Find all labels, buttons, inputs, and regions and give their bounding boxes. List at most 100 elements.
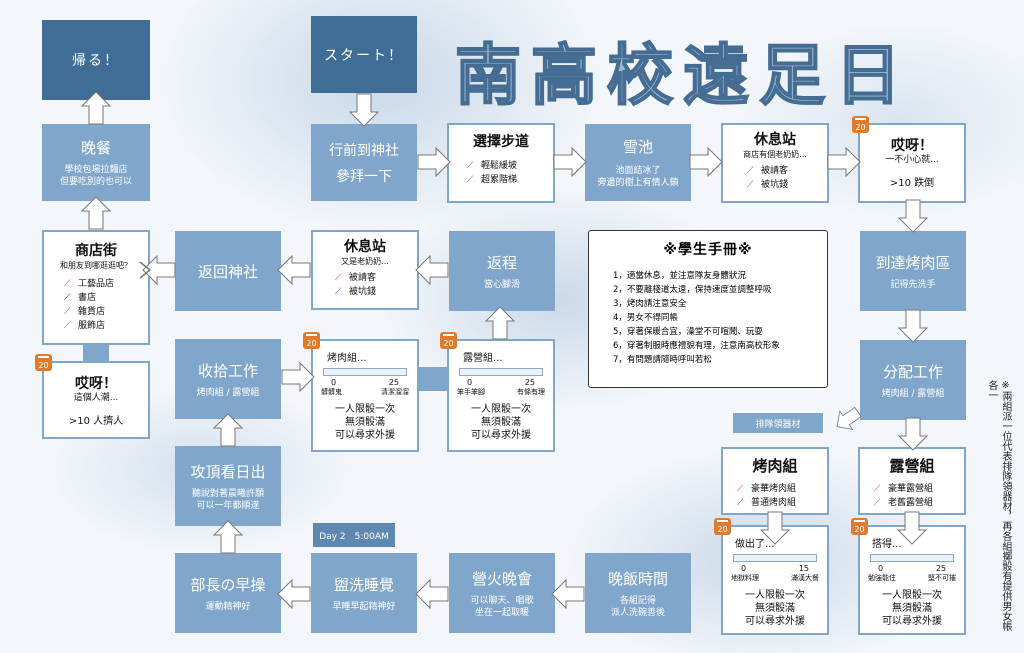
handbook-item: 4，男女不得同帳 bbox=[613, 313, 678, 323]
node-dinner2-desc2: 但要吃別的也可以 bbox=[59, 177, 132, 187]
rule-1: 一人限骰一次 bbox=[471, 404, 531, 415]
scale-low-label: 髒髒鬼 bbox=[321, 388, 342, 396]
node-pond-desc1: 池面結冰了 bbox=[615, 166, 661, 176]
node-rest-station-2: 休息站 又是老奶奶... ⟋被請客 ⟋被坑錢 bbox=[311, 230, 419, 310]
node-back-shrine-title: 返回神社 bbox=[197, 262, 258, 281]
scale-high-label: 堅不可摧 bbox=[928, 574, 956, 582]
node-campfire-desc1: 可以聊天、唱歌 bbox=[470, 595, 534, 606]
node-campfire-desc2: 坐在一起取暖 bbox=[474, 607, 529, 618]
node-campfire-title: 營火晚會 bbox=[471, 569, 532, 588]
node-bbq-group: 烤肉組 ⟋豪華烤肉組 ⟋普通烤肉組 bbox=[721, 447, 829, 515]
node-wash-sleep: 盥洗睡覺 早睡早起精神好 bbox=[311, 553, 417, 633]
option-treated: 被請客 bbox=[349, 273, 377, 283]
node-dinner-title: 晚飯時間 bbox=[607, 569, 668, 588]
node-rest-station-1: 休息站 商店有個老奶奶... ⟋被請客 ⟋被坑錢 bbox=[721, 123, 829, 203]
node-cleanup-title: 收拾工作 bbox=[197, 361, 258, 380]
node-choose-trail: 選擇步道 ⟋輕鬆緩坡 ⟋超累階梯 bbox=[447, 123, 555, 203]
node-cleanup: 收拾工作 烤肉組 / 露營組 bbox=[175, 339, 281, 419]
scale-max: 15 bbox=[798, 564, 809, 573]
handbook-item: 2，不要離棧道太遠，保持速度並調整呼吸 bbox=[613, 285, 772, 295]
rule-3: 可以尋求外援 bbox=[471, 430, 531, 441]
node-dinner2-desc1: 學校包場拉麵店 bbox=[64, 165, 128, 175]
node-rest1-desc: 商店有個老奶奶... bbox=[743, 150, 807, 159]
node-oops2-result: >10 人擠人 bbox=[68, 416, 124, 427]
calendar-icon: 20 bbox=[714, 518, 731, 535]
check-setup-title: 搭得... bbox=[872, 539, 902, 550]
equipment-queue-tag: 排隊領器材 bbox=[733, 413, 823, 433]
side-note: ※兩組派一位代表排隊領器材，再各組擲骰有提供男女帳各一 bbox=[986, 380, 1011, 631]
check-bbq-clean-title: 烤肉組... bbox=[327, 353, 367, 364]
node-sunrise-desc1: 聽說對著晨曦許願 bbox=[191, 488, 264, 499]
scale-min: 0 bbox=[878, 564, 884, 573]
node-oops-1: 哎呀！ 一不小心就... >10 跌倒 bbox=[858, 123, 966, 203]
node-rest2-title: 休息站 bbox=[344, 239, 386, 255]
node-pond-title: 雪池 bbox=[622, 138, 653, 156]
option-hard-stairs: 超累階梯 bbox=[481, 175, 518, 185]
node-choose-title: 選擇步道 bbox=[473, 134, 529, 150]
calendar-icon: 20 bbox=[440, 332, 457, 349]
scale-min: 0 bbox=[741, 564, 747, 573]
node-assign-title: 分配工作 bbox=[882, 362, 943, 381]
node-morning-title: 部長の早操 bbox=[190, 575, 266, 594]
handbook-title: ※學生手冊※ bbox=[663, 242, 753, 258]
node-oops1-result: >10 跌倒 bbox=[889, 178, 935, 189]
node-dinner2-title: 晚餐 bbox=[80, 139, 111, 157]
node-shrine-line2: 參拜一下 bbox=[336, 168, 392, 185]
node-sunrise: 攻頂看日出 聽說對著晨曦許願 可以一年都順遂 bbox=[175, 446, 281, 526]
node-shrine-line1: 行前到神社 bbox=[329, 142, 399, 159]
scale-min: 0 bbox=[331, 378, 337, 387]
scale-high-label: 有條有理 bbox=[517, 388, 545, 396]
rule-3: 可以尋求外援 bbox=[882, 616, 942, 627]
rule-2: 無須骰滿 bbox=[892, 603, 932, 614]
handbook-item: 3，烤肉請注意安全 bbox=[613, 299, 687, 309]
node-return: 返程 當心腳滑 bbox=[449, 231, 555, 311]
node-rest2-desc: 又是老奶奶... bbox=[341, 257, 389, 266]
node-camp-group: 露營組 ⟋豪華露營組 ⟋老舊露營組 bbox=[858, 447, 966, 515]
calendar-icon: 20 bbox=[852, 116, 869, 133]
scale-low-label: 笨手笨腳 bbox=[457, 388, 485, 396]
scale-max: 25 bbox=[524, 378, 535, 387]
node-oops2-desc: 這個人潮... bbox=[73, 393, 119, 403]
node-sunrise-desc2: 可以一年都順遂 bbox=[196, 500, 260, 511]
connector-bar bbox=[419, 367, 447, 391]
scale-min: 0 bbox=[467, 378, 473, 387]
option-scammed: 被坑錢 bbox=[761, 180, 789, 190]
scale-high-label: 滿漢大餐 bbox=[791, 574, 819, 582]
handbook-item: 6，穿著制服時應禮貌有理，注意南高校形象 bbox=[613, 341, 780, 351]
rule-3: 可以尋求外援 bbox=[745, 616, 805, 627]
rule-3: 可以尋求外援 bbox=[335, 430, 395, 441]
node-camp-group-title: 露營組 bbox=[889, 457, 935, 475]
node-pond-desc2: 旁邊的樹上有情人鎖 bbox=[597, 178, 679, 188]
option-old-camp: 老舊露營組 bbox=[888, 498, 934, 508]
node-oops-2: 哎呀！ 這個人潮... >10 人擠人 bbox=[42, 361, 150, 439]
end-node: 帰る！ bbox=[42, 20, 150, 100]
calendar-icon: 20 bbox=[303, 332, 320, 349]
start-node: スタート！ bbox=[311, 16, 417, 93]
option-bookstore: 書店 bbox=[78, 293, 97, 303]
node-oops2-title: 哎呀！ bbox=[75, 376, 117, 392]
rule-1: 一人限骰一次 bbox=[882, 590, 942, 601]
option-craft-shop: 工藝品店 bbox=[78, 279, 115, 289]
connector-bar bbox=[83, 345, 109, 361]
scale-max: 25 bbox=[935, 564, 946, 573]
node-oops1-title: 哎呀！ bbox=[891, 138, 933, 154]
node-rest1-title: 休息站 bbox=[754, 132, 796, 148]
option-grocery: 雜貨店 bbox=[78, 307, 106, 317]
node-assign-work: 分配工作 烤肉組 / 露營組 bbox=[860, 340, 966, 420]
check-camp-clean-title: 露營組... bbox=[463, 353, 503, 364]
node-dinner-desc1: 各組記得 bbox=[619, 595, 656, 606]
handbook-item: 5，穿著保暖合宜，澡堂不可喧鬧、玩耍 bbox=[613, 327, 763, 337]
rule-2: 無須骰滿 bbox=[345, 417, 385, 428]
scale-low-label: 地獄料理 bbox=[731, 574, 759, 582]
node-street-desc: 和朋友到哪逛逛吧？ bbox=[60, 261, 132, 270]
handbook-item: 7，有問題請隨時呼叫若松 bbox=[613, 355, 712, 365]
node-return-title: 返程 bbox=[486, 253, 517, 272]
option-easy-slope: 輕鬆緩坡 bbox=[481, 161, 518, 171]
node-assign-desc: 烤肉組 / 露營組 bbox=[881, 388, 945, 399]
check-cooking-title: 做出了... bbox=[735, 539, 775, 550]
handbook-item: 1，適當休息，並注意隊友身體狀況 bbox=[613, 271, 746, 281]
